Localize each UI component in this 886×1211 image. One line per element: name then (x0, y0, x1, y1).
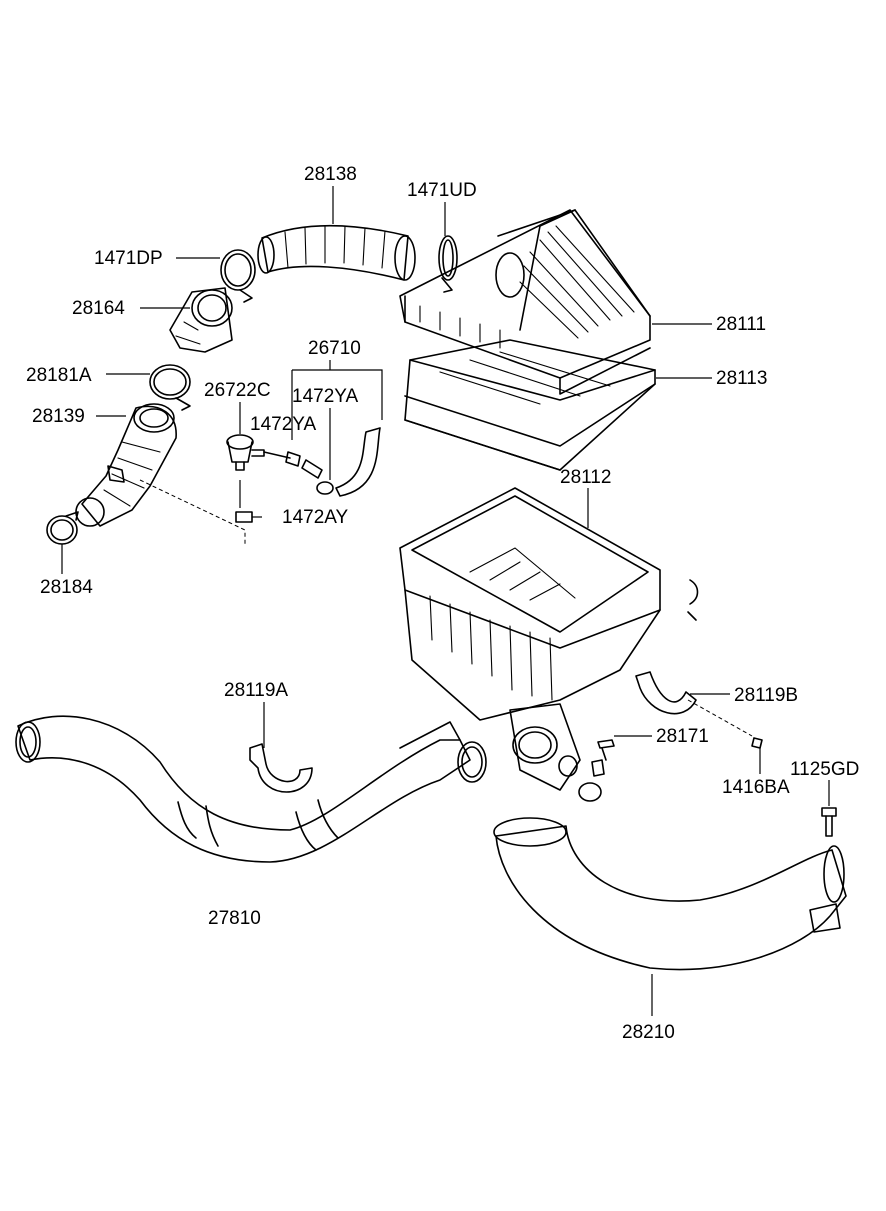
label-1472YA-upper: 1472YA (292, 386, 359, 407)
clamp-1471UD (438, 235, 458, 293)
label-28171: 28171 (656, 726, 709, 747)
label-28184: 28184 (40, 577, 93, 598)
clamp-1471DP (220, 249, 256, 303)
label-28112: 28112 (560, 467, 611, 488)
label-27810: 27810 (208, 908, 261, 929)
sensor-28164 (169, 287, 233, 353)
label-28113: 28113 (716, 368, 767, 389)
label-1472AY: 1472AY (282, 507, 349, 528)
duct-28210 (493, 817, 847, 971)
label-26710: 26710 (308, 338, 361, 359)
label-28210: 28210 (622, 1022, 675, 1043)
lower-hose-28139 (75, 403, 246, 545)
label-28119B: 28119B (734, 685, 798, 706)
label-1125GD: 1125GD (790, 759, 859, 780)
hose-27810 (15, 715, 487, 863)
bolt-28171 (578, 739, 615, 802)
part-labels: 28138 1471UD 1471DP 28164 26710 28181A 2… (26, 164, 859, 1043)
label-28181A: 28181A (26, 365, 92, 386)
label-1471UD: 1471UD (407, 180, 477, 201)
label-28138: 28138 (304, 164, 357, 185)
label-1416BA: 1416BA (722, 777, 790, 798)
label-26722C: 26722C (204, 380, 271, 401)
clamp-28184 (46, 511, 79, 545)
bracket-28119A (249, 743, 313, 793)
label-28139: 28139 (32, 406, 85, 427)
label-1472YA-lower: 1472YA (250, 414, 317, 435)
label-28164: 28164 (72, 298, 125, 319)
cover-28111 (399, 209, 651, 395)
intake-hose-28138 (257, 224, 416, 281)
label-28119A: 28119A (224, 680, 288, 701)
lower-case-28112 (399, 487, 699, 791)
bolt-1125GD (821, 807, 837, 837)
screw-1416BA (751, 737, 763, 749)
valve-26722C (226, 434, 265, 471)
bracket-28119B (635, 671, 753, 737)
leader-lines (61, 186, 830, 1016)
hose-clamps-1472 (235, 427, 381, 523)
label-28111: 28111 (716, 314, 766, 335)
label-1471DP: 1471DP (94, 248, 163, 269)
clamp-28181A (149, 364, 191, 411)
filter-28113 (404, 339, 656, 471)
